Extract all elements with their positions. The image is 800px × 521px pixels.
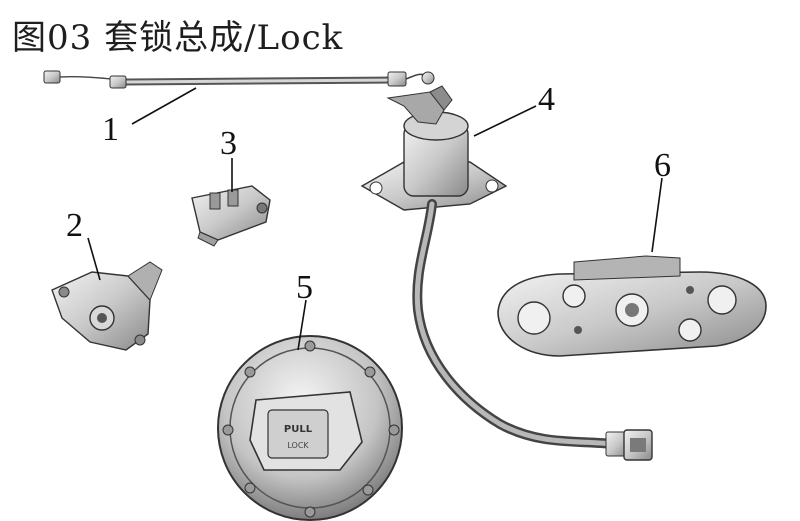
- part-5-fuel-cap: PULL LOCK: [217, 335, 403, 521]
- part-4-ignition-switch: [360, 85, 653, 461]
- callout-1: 1: [102, 111, 119, 148]
- leader-line-4: [473, 105, 537, 137]
- callout-4: 4: [538, 81, 555, 118]
- leader-line-5: [297, 299, 307, 351]
- part-6-mounting-plate: [497, 255, 767, 357]
- leader-line-1: [131, 87, 197, 125]
- cap-text-lock: LOCK: [287, 441, 309, 450]
- cap-text-pull: PULL: [284, 424, 313, 435]
- part-2-seat-lock: [51, 261, 163, 351]
- part-1-cable: [43, 70, 435, 89]
- figure-title: 图03 套锁总成/Lock: [12, 18, 344, 58]
- leader-line-6: [651, 177, 663, 253]
- callout-3: 3: [220, 125, 237, 162]
- leader-line-2: [87, 237, 101, 281]
- part-3-bracket: [191, 185, 271, 247]
- callout-5: 5: [296, 269, 313, 306]
- callout-6: 6: [654, 147, 671, 184]
- callout-2: 2: [66, 207, 83, 244]
